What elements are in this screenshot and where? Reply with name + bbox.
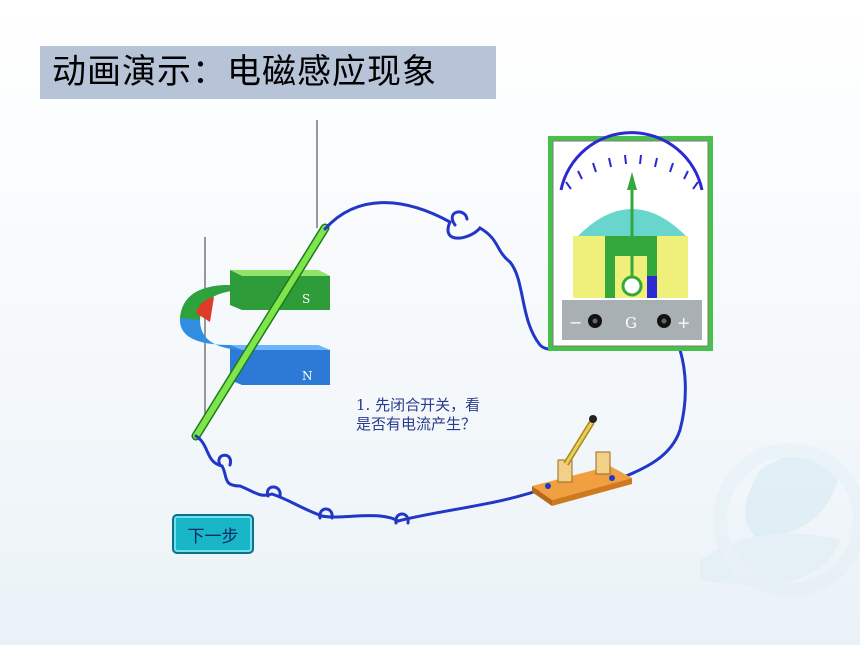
next-step-button[interactable]: 下一步	[172, 514, 254, 554]
title-banner: 动画演示：电磁感应现象	[40, 46, 496, 99]
next-step-label: 下一步	[187, 527, 239, 547]
meter-minus-label: −	[569, 313, 582, 332]
meter-g-label: G	[625, 314, 637, 332]
magnet-south-label: S	[302, 292, 310, 306]
watermark-logo	[700, 443, 860, 597]
magnet-north-label: N	[302, 369, 313, 383]
instruction-text: 1. 先闭合开关，看 是否有电流产生？	[356, 396, 556, 434]
knife-switch[interactable]	[532, 415, 632, 506]
page-title: 动画演示：电磁感应现象	[52, 52, 437, 92]
horseshoe-magnet: S N	[179, 270, 330, 385]
conductor-rod	[191, 223, 330, 441]
meter-scale-ticks	[565, 154, 699, 190]
instruction-line-1: 1. 先闭合开关，看	[356, 396, 481, 414]
circuit-wire	[194, 201, 687, 525]
instruction-line-2: 是否有电流产生？	[356, 415, 477, 433]
galvanometer: − G +	[548, 131, 713, 351]
meter-plus-label: +	[677, 313, 690, 332]
